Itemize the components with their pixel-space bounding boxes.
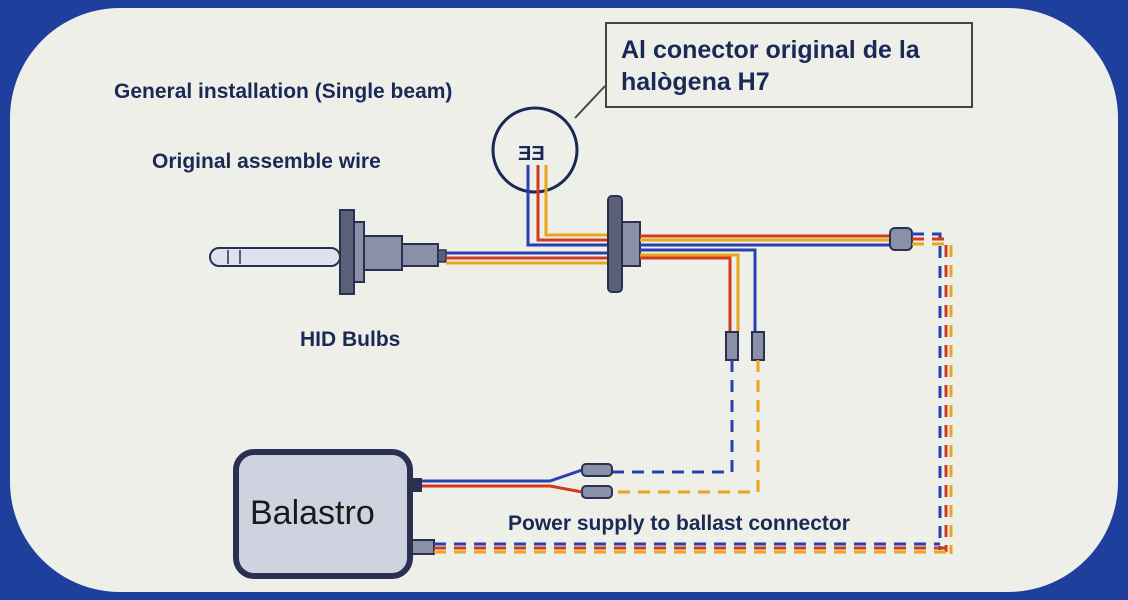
svg-text:ƎƎ: ƎƎ — [518, 143, 545, 165]
main-harness — [640, 234, 890, 332]
original-wire-label: Original assemble wire — [152, 150, 381, 173]
bulb-wires — [446, 251, 610, 265]
ballast-box — [233, 449, 951, 579]
h7-callout: Al conector original de la halògena H7 — [605, 22, 973, 108]
h7-wires — [526, 165, 610, 247]
power-supply-label: Power supply to ballast connector — [508, 512, 850, 535]
ballast-plugs — [422, 463, 613, 499]
middle-connectors — [612, 331, 765, 494]
callout-line2: halògena H7 — [621, 68, 770, 96]
hid-bulbs-label: HID Bulbs — [300, 328, 401, 351]
right-connector — [889, 227, 953, 554]
ballast-label: Balastro — [250, 494, 375, 532]
hid-bulb — [209, 209, 447, 295]
title: General installation (Single beam) — [114, 80, 453, 103]
grommet — [607, 195, 641, 293]
h7-connector: ƎƎ — [491, 85, 606, 194]
callout-line1: Al conector original de la — [621, 36, 920, 64]
